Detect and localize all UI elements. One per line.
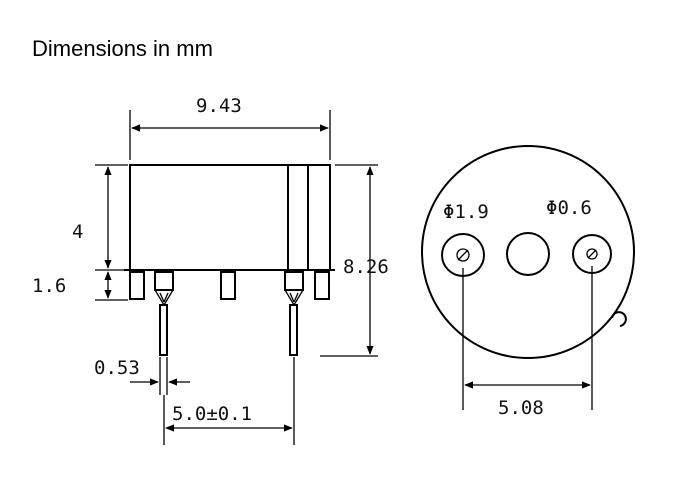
side-view: 9.43 4 1.6 8.26 0.53 5.0±0.1: [32, 95, 389, 445]
bottom-view: Φ1.9 Φ0.6 5.08: [421, 145, 635, 419]
hole-spacing-label: 5.08: [498, 397, 544, 419]
standoff-foot: [220, 271, 236, 300]
center-hole: [506, 232, 550, 276]
component-outline: [421, 145, 635, 359]
pin-spacing-label: 5.0±0.1: [172, 403, 252, 425]
standoff-foot: [129, 271, 145, 300]
component-body: [129, 164, 331, 271]
small-hole-diameter-label: Φ0.6: [546, 197, 592, 219]
overall-height-label: 8.26: [343, 256, 389, 278]
pin-diameter-label: 0.53: [94, 357, 140, 379]
large-hole-diameter-label: Φ1.9: [443, 201, 489, 223]
page-title: Dimensions in mm: [32, 36, 213, 61]
standoff-foot: [314, 271, 330, 300]
standoff-height-label: 1.6: [32, 275, 66, 297]
body-height-label: 4: [72, 221, 83, 243]
pin-right: [284, 271, 304, 356]
pin-left: [154, 271, 174, 356]
body-width-label: 9.43: [196, 95, 242, 117]
